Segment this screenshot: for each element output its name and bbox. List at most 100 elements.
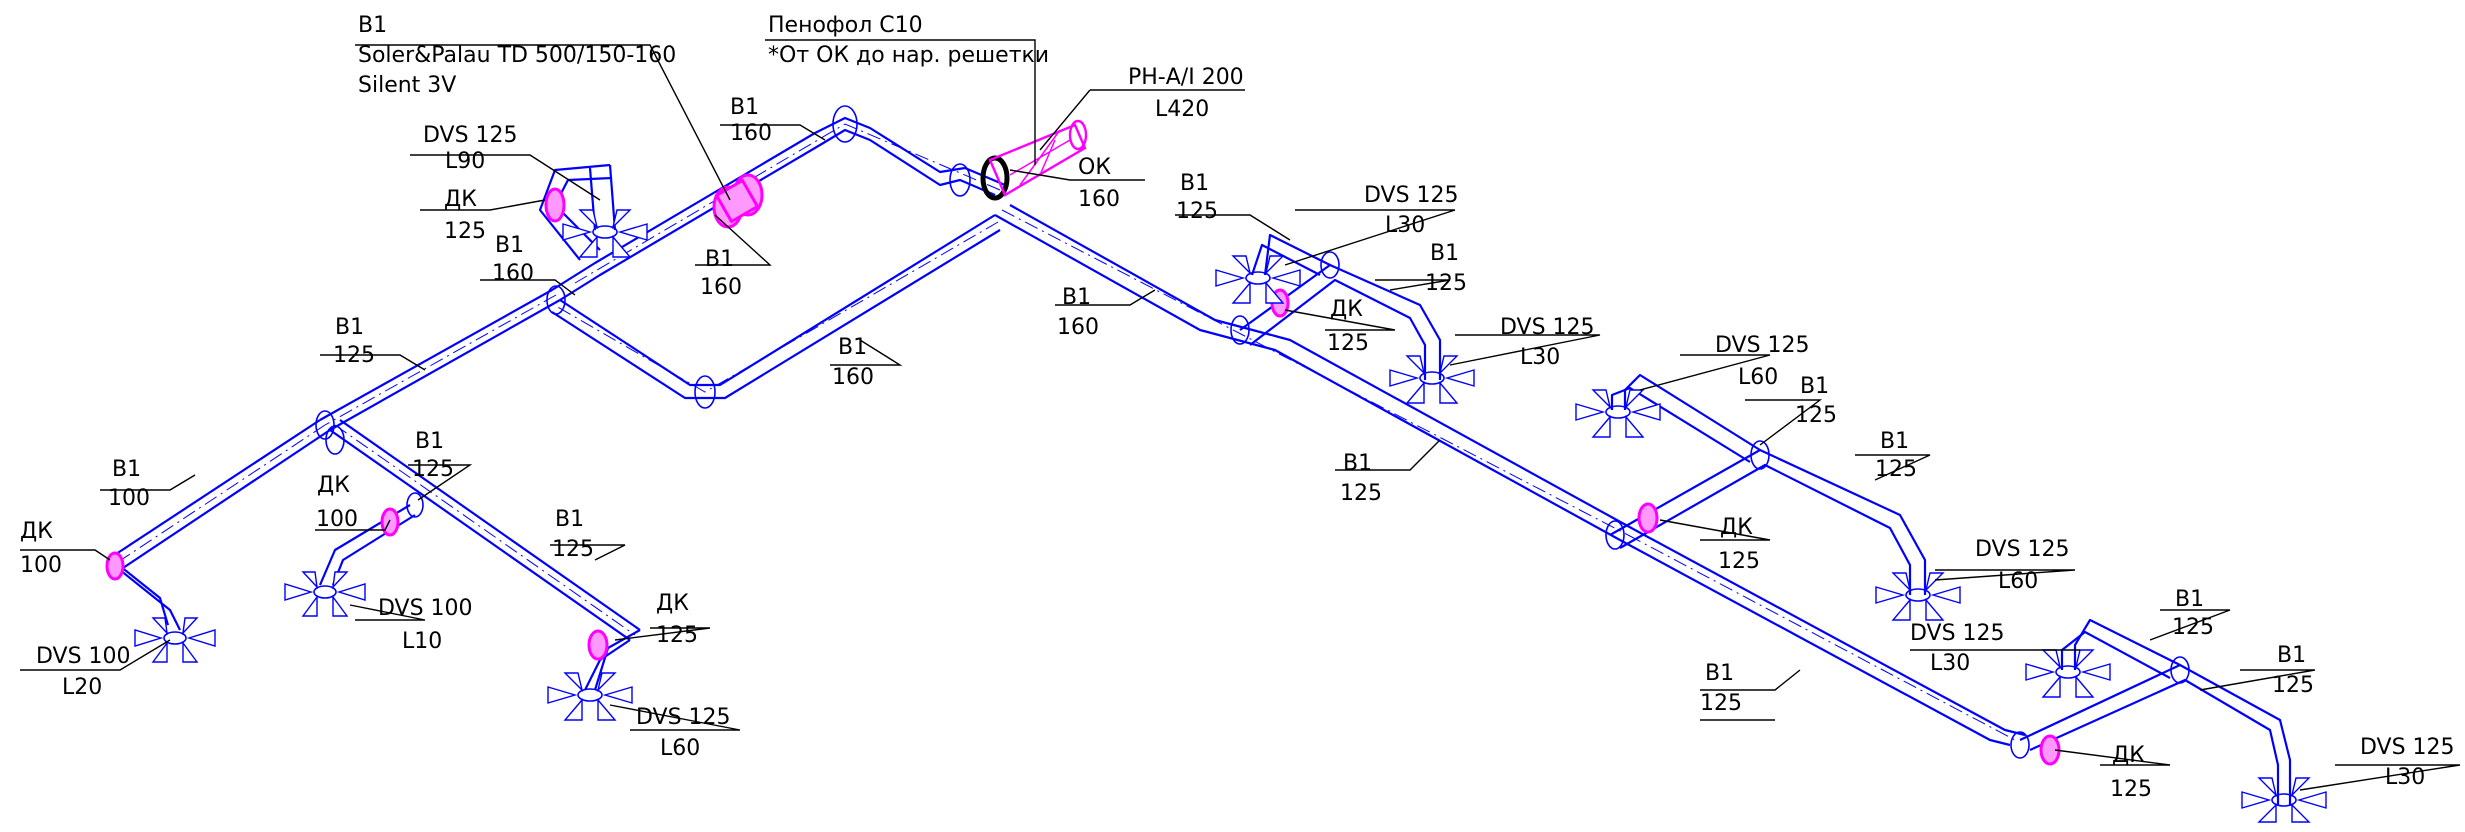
label-diffuser-type: DVS 125 xyxy=(2360,735,2455,760)
diffuser-dvs125-l60-c xyxy=(1875,572,1961,621)
label-diffuser-length: L10 xyxy=(402,629,442,654)
label-duct-system: В1 xyxy=(1800,374,1829,399)
label-damper: ДК xyxy=(1720,515,1753,540)
diffuser-dvs125-l30-b xyxy=(1389,355,1475,404)
label-diffuser-length: L30 xyxy=(1385,213,1425,238)
label-duct-size: 125 xyxy=(1340,481,1382,506)
label-damper: ДК xyxy=(656,591,689,616)
label-fan-mode: Silent 3V xyxy=(358,73,456,98)
diffuser-dvs125-l30-a xyxy=(1215,255,1301,304)
label-duct-size: 125 xyxy=(1176,199,1218,224)
damper-dk-125-top xyxy=(544,187,566,223)
duct-branch-mid xyxy=(1609,373,1927,595)
duct-dvs100-l20 xyxy=(109,557,181,631)
label-damper: ДК xyxy=(20,519,53,544)
label-duct-system: В1 xyxy=(112,457,141,482)
label-diffuser-length: L30 xyxy=(1520,345,1560,370)
duct-left-125 xyxy=(319,289,561,431)
label-damper-size: 125 xyxy=(444,219,486,244)
label-duct-size: 160 xyxy=(492,261,534,286)
diffuser-dvs125-l60-a xyxy=(547,672,633,721)
label-duct-size: 100 xyxy=(108,486,150,511)
duct-fan xyxy=(712,173,764,229)
duct-left-100 xyxy=(109,419,331,571)
label-damper: ДК xyxy=(1330,297,1363,322)
label-diffuser-type: DVS 100 xyxy=(378,596,473,621)
label-diffuser-length: L30 xyxy=(1930,651,1970,676)
label-duct-size: 125 xyxy=(1700,691,1742,716)
label-duct-size: 125 xyxy=(1795,403,1837,428)
duct-main-160 xyxy=(994,204,1636,541)
label-diffuser-length: L60 xyxy=(660,736,700,761)
label-diffuser-type: DVS 125 xyxy=(1715,333,1810,358)
label-damper-size: 125 xyxy=(2110,777,2152,802)
label-duct-size: 160 xyxy=(730,121,772,146)
label-duct-size: 160 xyxy=(700,275,742,300)
label-diffuser-type: DVS 125 xyxy=(1500,315,1595,340)
damper-dk-125-bl xyxy=(587,629,609,661)
label-diffuser-type: DVS 125 xyxy=(636,705,731,730)
fire-damper-ok xyxy=(980,119,1088,201)
label-duct-system: В1 xyxy=(335,315,364,340)
label-diffuser-length: L60 xyxy=(1738,365,1778,390)
label-duct-system: В1 xyxy=(1880,429,1909,454)
label-damper-size: 125 xyxy=(1718,549,1760,574)
duct-branch-bottom xyxy=(2019,618,2292,805)
label-duct-system: В1 xyxy=(838,335,867,360)
label-diffuser-length: L60 xyxy=(1998,569,2038,594)
label-damper: ДК xyxy=(2112,743,2145,768)
label-damper: ДК xyxy=(317,473,350,498)
damper-dk-125-r2 xyxy=(1637,502,1659,534)
label-diffuser-length: L90 xyxy=(445,149,485,174)
label-duct-size: 125 xyxy=(2272,673,2314,698)
label-duct-system: В1 xyxy=(1180,171,1209,196)
label-grille-len: L420 xyxy=(1155,97,1209,122)
label-duct-system: В1 xyxy=(555,507,584,532)
diffuser-dvs100-l10 xyxy=(284,571,366,617)
label-diffuser-type: DVS 125 xyxy=(1910,621,2005,646)
label-fan-system: В1 xyxy=(358,13,387,38)
diffuser-dvs125-l90 xyxy=(562,209,648,258)
label-grille-type: РН-А/I 200 xyxy=(1128,65,1244,90)
label-duct-system: В1 xyxy=(1062,285,1091,310)
label-duct-system: В1 xyxy=(1705,661,1734,686)
label-fan-model: Soler&Palau TD 500/150-160 xyxy=(358,43,676,68)
duct-lower-160 xyxy=(551,214,1001,400)
fittings xyxy=(315,105,2190,759)
diffuser-dvs125-l30-c xyxy=(2025,649,2111,698)
label-duct-size: 125 xyxy=(412,457,454,482)
label-duct-system: В1 xyxy=(730,95,759,120)
dampers-dk xyxy=(105,187,2061,766)
label-damper-size: 100 xyxy=(316,507,358,532)
diffuser-dvs100-l20 xyxy=(134,617,216,663)
leader-lines xyxy=(20,39,2461,791)
label-duct-system: В1 xyxy=(1430,241,1459,266)
label-duct-size: 160 xyxy=(832,365,874,390)
label-duct-system: В1 xyxy=(2175,587,2204,612)
damper-dk-100-mid xyxy=(380,507,400,537)
label-diffuser-length: L30 xyxy=(2385,765,2425,790)
label-ok-size: 160 xyxy=(1078,187,1120,212)
label-damper-size: 125 xyxy=(1327,331,1369,356)
label-diffuser-type: DVS 100 xyxy=(36,644,131,669)
label-duct-size: 125 xyxy=(1425,271,1467,296)
diffuser-dvs125-l60-b xyxy=(1575,389,1661,438)
label-duct-system: В1 xyxy=(415,429,444,454)
label-duct-size: 125 xyxy=(1875,457,1917,482)
label-duct-size: 125 xyxy=(333,343,375,368)
label-duct-system: В1 xyxy=(2277,643,2306,668)
label-duct-size: 125 xyxy=(2172,615,2214,640)
damper-dk-100-left xyxy=(105,551,125,581)
label-diffuser-type: DVS 125 xyxy=(1975,537,2070,562)
label-diffuser-type: DVS 125 xyxy=(1364,183,1459,208)
label-diffuser-type: DVS 125 xyxy=(423,123,518,148)
diffuser-dvs125-l30-d xyxy=(2241,777,2327,823)
label-duct-size: 125 xyxy=(552,537,594,562)
diffusers xyxy=(134,209,2327,823)
label-damper-size: 100 xyxy=(20,553,62,578)
label-diffuser-length: L20 xyxy=(62,675,102,700)
label-insulation-note: *От ОК до нар. решетки xyxy=(768,43,1049,68)
label-damper-size: 125 xyxy=(656,623,698,648)
labels: В1 Soler&Palau TD 500/150-160 Silent 3V … xyxy=(20,13,2455,802)
